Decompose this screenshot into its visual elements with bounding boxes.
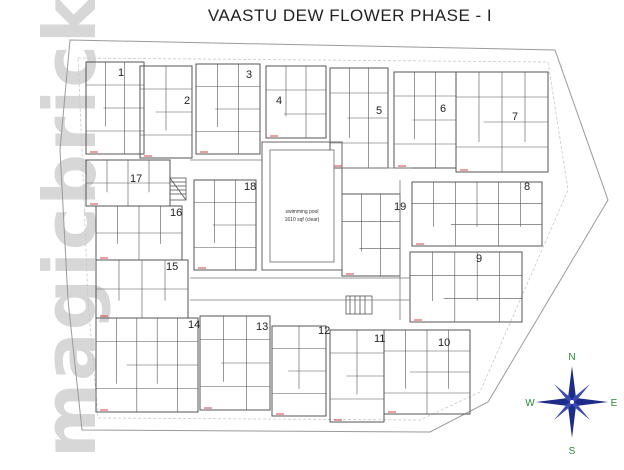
- compass-star-icon: [568, 366, 576, 402]
- unit-number: 17: [130, 173, 142, 185]
- unit-number: 19: [394, 201, 406, 213]
- unit-number: 12: [318, 325, 330, 337]
- site-boundary: [59, 39, 609, 433]
- unit-number: 18: [244, 181, 256, 193]
- courtyard: [261, 141, 343, 271]
- unit-number: 8: [524, 181, 530, 193]
- compass-east: E: [611, 398, 618, 409]
- unit-number: 7: [512, 111, 518, 123]
- unit-number: 9: [476, 253, 482, 265]
- unit-number: 14: [188, 319, 200, 331]
- inner-boundary: [77, 57, 569, 421]
- pool-area-label: 1610 sqf (clear): [285, 217, 320, 223]
- unit-number: 11: [374, 333, 385, 345]
- unit-number: 3: [246, 69, 252, 81]
- building-blocks: [85, 61, 549, 423]
- compass-south: S: [569, 446, 576, 457]
- pool-label: swimming pool: [285, 209, 318, 215]
- unit-number: 2: [184, 95, 190, 107]
- unit-number: 10: [438, 337, 450, 349]
- page-title: VAASTU DEW FLOWER PHASE - I: [207, 6, 493, 25]
- unit-number: 16: [170, 207, 182, 219]
- stair-core-bottom: [345, 295, 373, 315]
- unit-number: 6: [440, 103, 446, 115]
- swimming-pool: [269, 149, 335, 263]
- unit-number: 1: [118, 67, 124, 79]
- compass-west: W: [525, 398, 535, 409]
- stair-core-left: [169, 177, 187, 201]
- unit-number: 13: [256, 321, 268, 333]
- unit-number: 5: [376, 105, 382, 117]
- corridors: [190, 159, 412, 320]
- compass: N S E W: [525, 352, 617, 457]
- unit-block: [409, 251, 523, 323]
- unit-block: [341, 193, 401, 277]
- compass-north: N: [568, 352, 575, 363]
- unit-number: 15: [166, 261, 178, 273]
- unit-number: 4: [276, 95, 282, 107]
- unit-block: [265, 65, 327, 139]
